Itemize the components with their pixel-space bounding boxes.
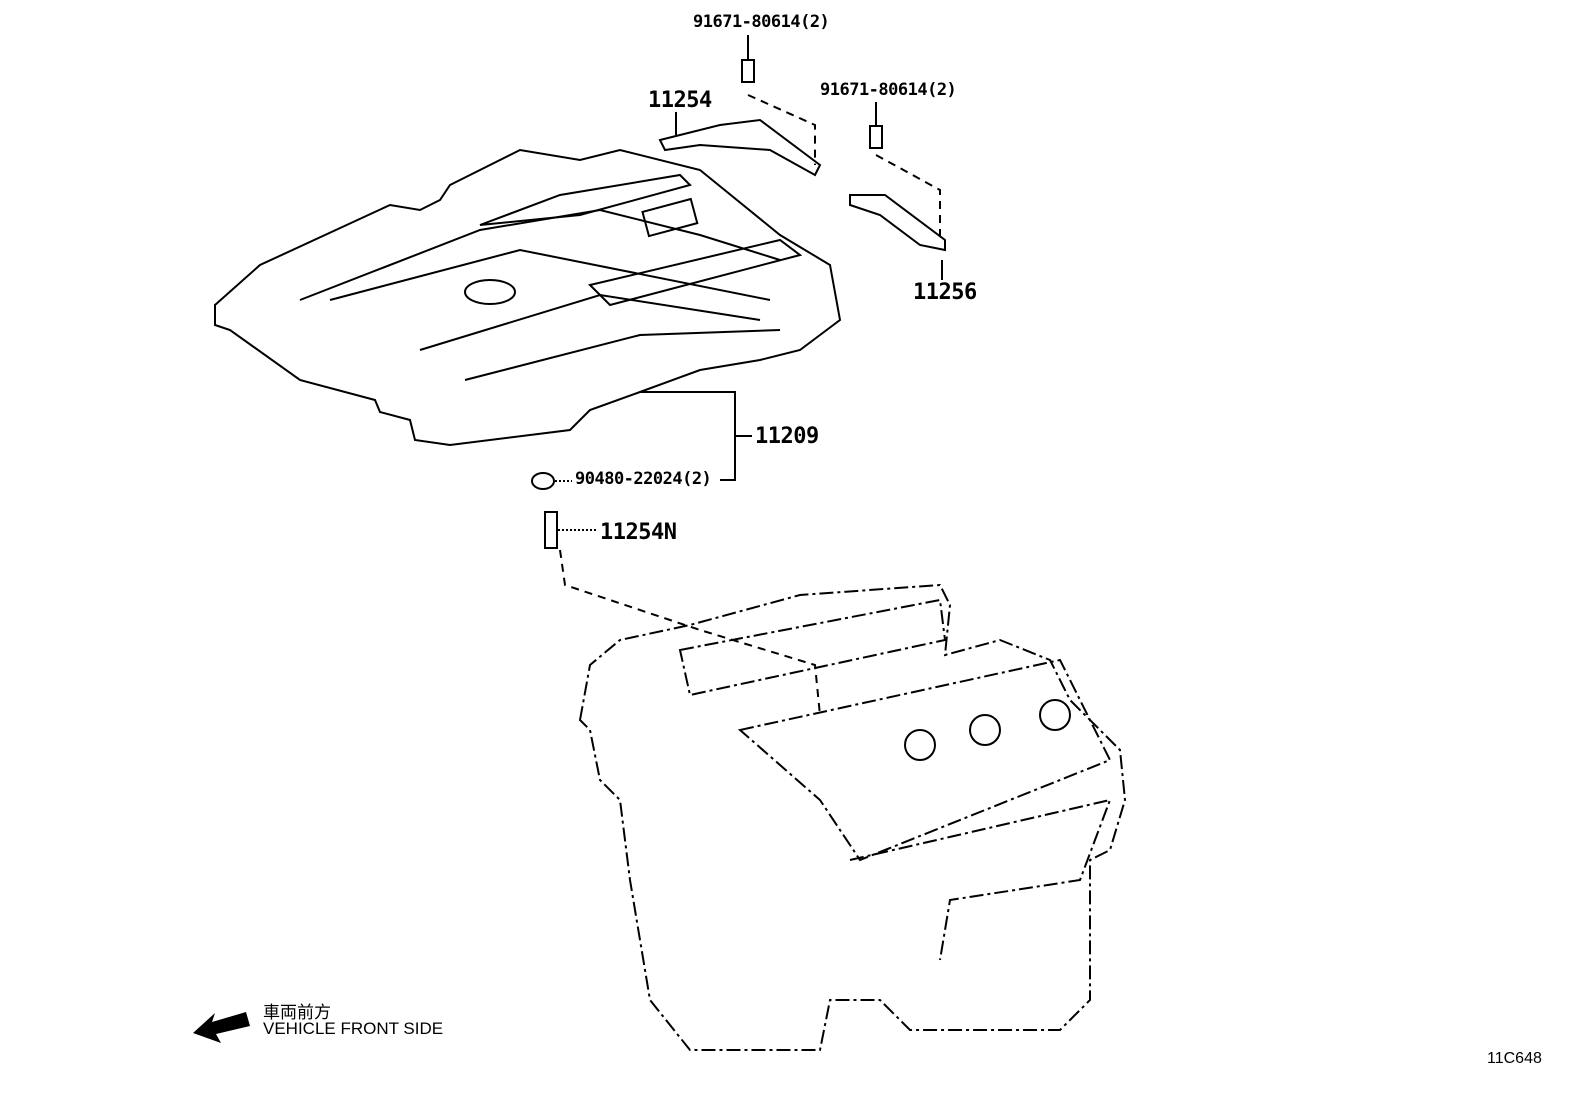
engine-cover-outline: [214, 148, 842, 447]
bolt-icon: [869, 125, 883, 149]
direction-label-english: VEHICLE FRONT SIDE: [263, 1019, 444, 1038]
emblem-icon: [464, 279, 516, 305]
part-label-bracket-left[interactable]: 11254: [648, 88, 712, 113]
part-label-grommet[interactable]: 90480-22024(2): [575, 469, 712, 489]
part-label-engine-cover[interactable]: 11209: [755, 424, 819, 449]
diagram-code: 11C648: [1487, 1050, 1542, 1067]
bracket-11256: [849, 194, 946, 252]
stud-icon: [544, 511, 558, 549]
part-label-stud[interactable]: 11254N: [600, 520, 677, 545]
part-label-bracket-right[interactable]: 11256: [913, 280, 977, 305]
engine-block-outline: [578, 583, 1127, 1051]
part-label-bolt-right[interactable]: 91671-80614(2): [820, 80, 957, 100]
grommet-icon: [531, 472, 555, 490]
bracket-11254: [658, 118, 822, 177]
part-label-bolt-top[interactable]: 91671-80614(2): [693, 12, 830, 32]
bolt-icon: [741, 59, 755, 83]
vehicle-front-arrow-icon: [193, 1012, 250, 1043]
direction-label-japanese: 車両前方: [263, 1003, 331, 1022]
